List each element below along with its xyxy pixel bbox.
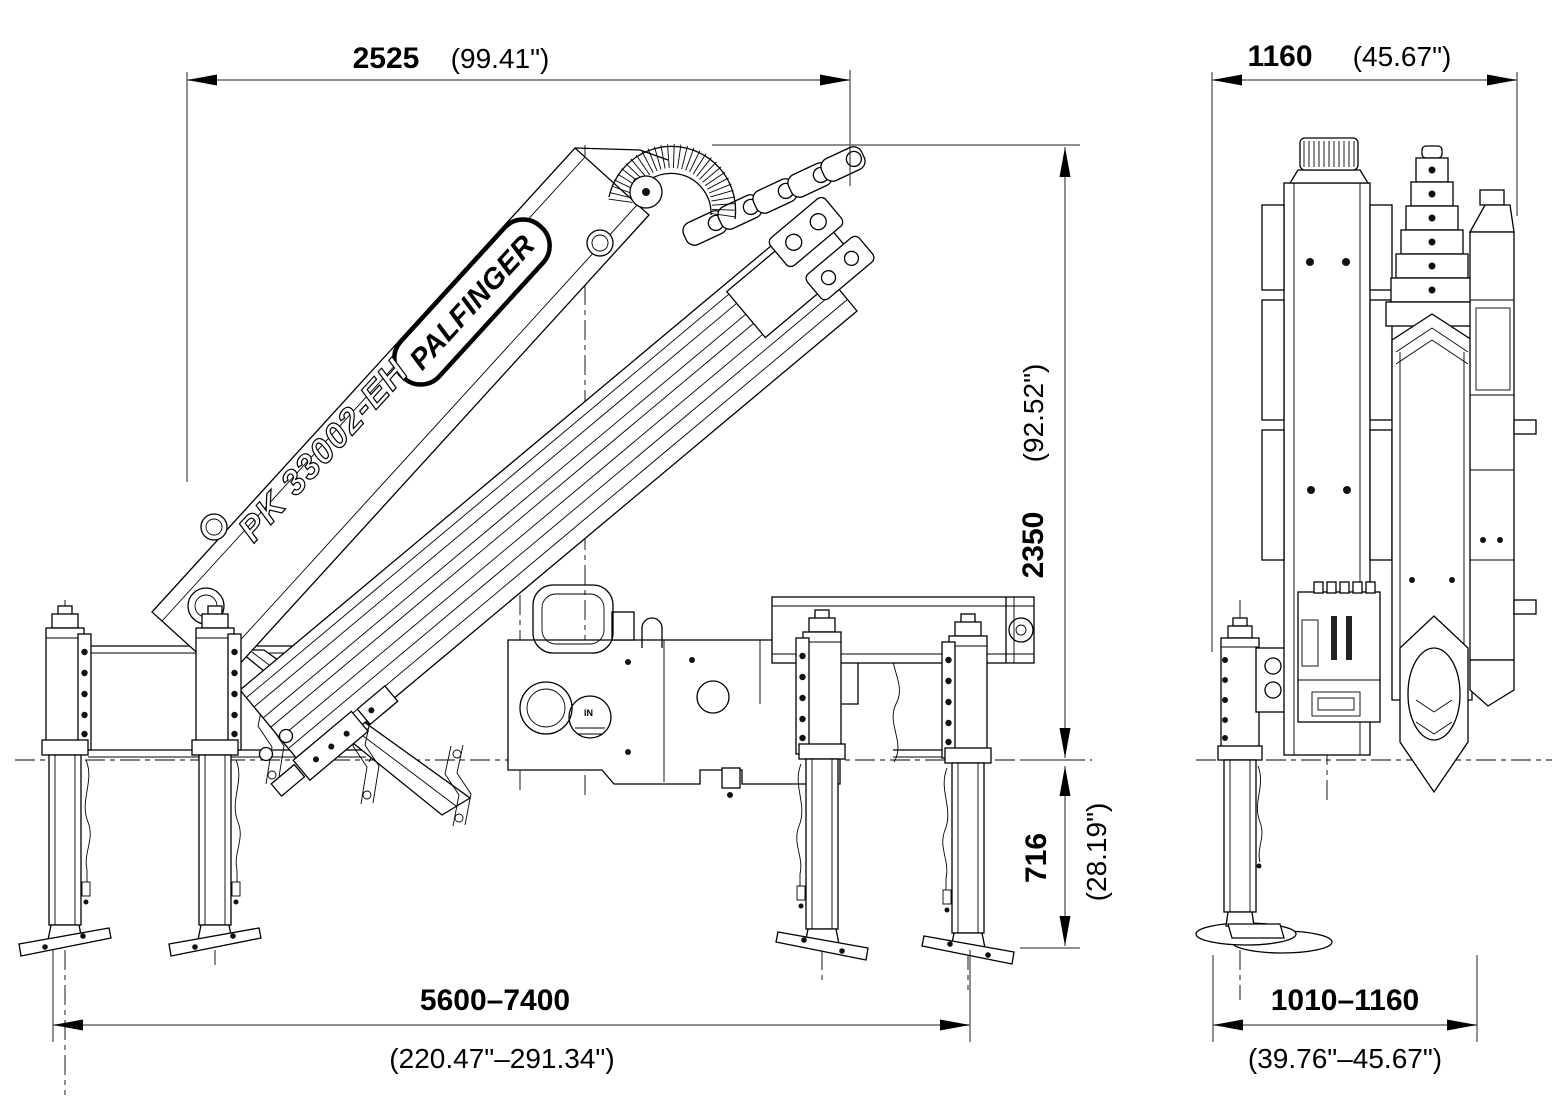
arrowhead-icon [820, 74, 850, 86]
outrigger-leg-front-left [18, 605, 112, 957]
arrowhead-icon [940, 1019, 970, 1031]
handle-rung [1513, 599, 1537, 615]
mount-ring [519, 681, 573, 735]
outrigger-leg-inner-left [168, 605, 262, 957]
arrowhead-icon [53, 1019, 83, 1031]
dimension-frame-to-ground: 716 (28.19") [1020, 766, 1112, 949]
folded-boom-stack [1385, 145, 1479, 701]
control-valve-bank [1297, 581, 1381, 723]
dimension-outrigger-spread-side: 5600–7400 (220.47"–291.34") [52, 950, 971, 1074]
handle-loop [532, 584, 614, 654]
crane-base: IN [507, 584, 859, 798]
arrowhead-icon [1213, 1019, 1243, 1031]
rear-view-drawing [1195, 137, 1537, 954]
dimension-rear-width: 1160 (45.67") [1211, 40, 1518, 652]
arrowhead-icon [1447, 1019, 1477, 1031]
arrowhead-icon [1059, 916, 1071, 946]
port-label: IN [584, 708, 593, 718]
dim-label-inch: (92.52") [1018, 364, 1049, 463]
arrowhead-icon [1059, 147, 1071, 177]
boom-tip-eye [200, 513, 228, 541]
arrowhead-icon [187, 74, 217, 86]
boom-tip-mechanism [270, 685, 399, 798]
arrowhead-icon [1059, 728, 1071, 758]
arrowhead-icon [1059, 766, 1071, 796]
dim-label-inch: (39.76"–45.67") [1248, 1043, 1442, 1074]
boom-head-cluster [682, 146, 875, 339]
rear-right-assembly [1468, 189, 1537, 707]
lifting-hook-bracket [641, 617, 663, 648]
dim-label-mm: 5600–7400 [420, 984, 570, 1017]
dim-label-inch: (99.41") [451, 43, 550, 74]
dim-label-inch: (220.47"–291.34") [389, 1043, 614, 1074]
dim-label-mm: 1160 [1247, 40, 1312, 73]
port-opening [568, 695, 612, 739]
dimension-outrigger-spread-rear: 1010–1160 (39.76"–45.67") [1212, 955, 1478, 1074]
dim-label-mm: 2350 [1017, 512, 1050, 579]
handle-rung [1513, 419, 1537, 435]
dimension-boom-overhang: 2525 (99.41") [186, 42, 851, 482]
arrowhead-icon [1487, 74, 1517, 86]
hose-guide-fan [608, 144, 737, 220]
dim-label-inch: (45.67") [1353, 41, 1452, 72]
dimension-height-above-frame: 2350 (92.52") [712, 144, 1080, 761]
head-link-plate [805, 235, 875, 301]
extension-boom-package [239, 229, 858, 798]
outrigger-leg-rear-right [921, 613, 1015, 965]
dim-label-mm: 1010–1160 [1271, 984, 1420, 1017]
oval-cutout-panel [1399, 615, 1469, 794]
round-opening [696, 680, 730, 714]
arrowhead-icon [1212, 74, 1242, 86]
dim-label-inch: (28.19") [1081, 803, 1112, 902]
dim-label-mm: 2525 [353, 42, 420, 75]
dim-label-mm: 716 [1020, 833, 1053, 883]
side-view-drawing: IN [18, 144, 1035, 965]
head-link-plate [768, 196, 844, 268]
